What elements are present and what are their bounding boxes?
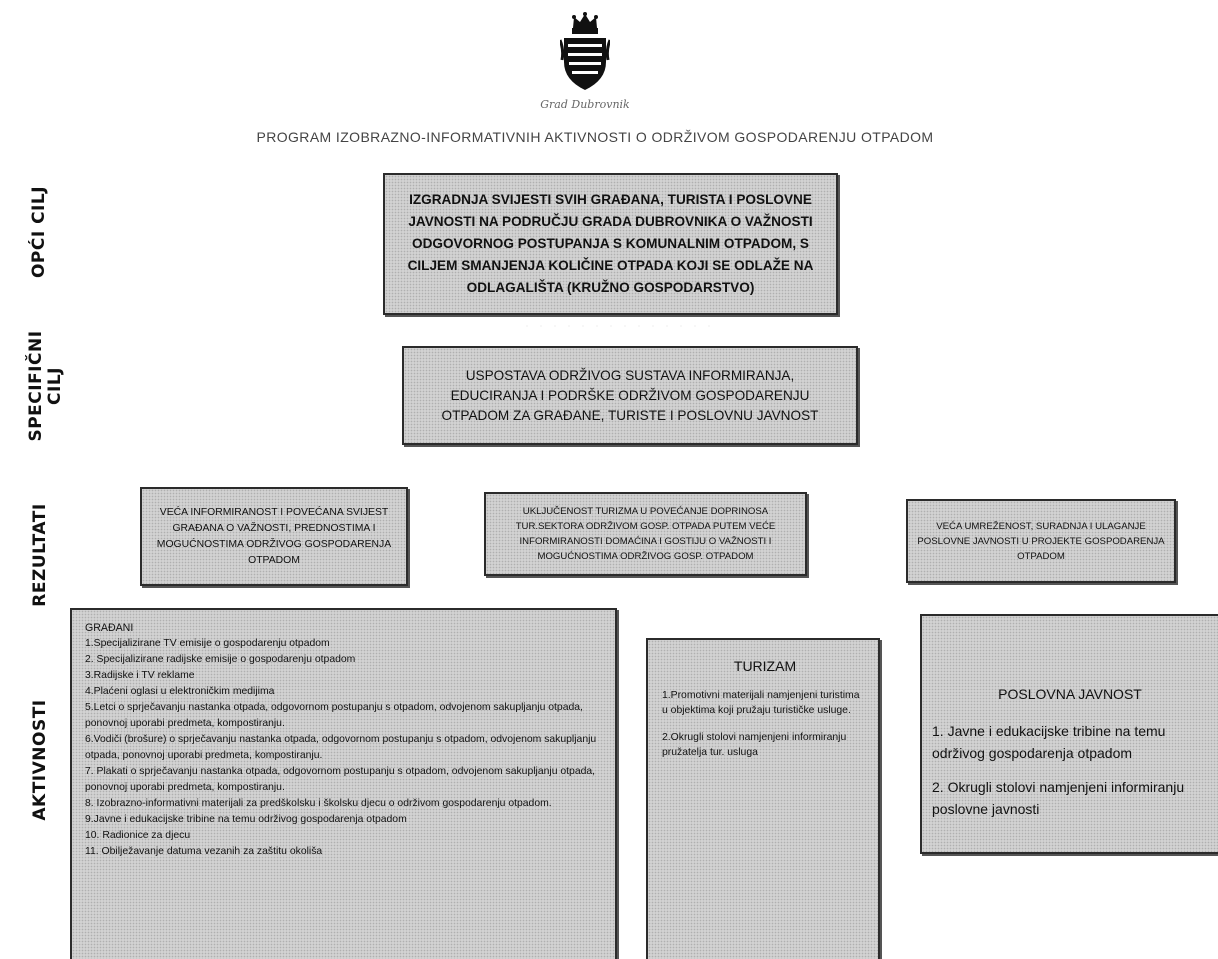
row-label-rezultati: REZULTATI: [30, 503, 50, 607]
activity-item: 10. Radionice za djecu: [85, 830, 191, 841]
activity-item: 11. Obilježavanje datuma vezanih za zašt…: [85, 846, 323, 857]
dotted-separator: [520, 324, 710, 328]
row-label-aktivnosti: AKTIVNOSTI: [30, 699, 50, 821]
aktivnosti-gradani-box: GRAĐANI 1.Specijalizirane TV emisije o g…: [70, 608, 617, 959]
row-label-opci-cilj: OPĆI CILJ: [29, 185, 49, 279]
activity-item: 9.Javne i edukacijske tribine na temu od…: [85, 814, 407, 825]
activity-item: 8. Izobrazno-informativni materijali za …: [85, 798, 552, 809]
aktivnosti-gradani-title: GRAĐANI: [85, 622, 134, 634]
opci-cilj-box: IZGRADNJA SVIJESTI SVIH GRAĐANA, TURISTA…: [383, 173, 838, 315]
activity-item: 2. Okrugli stolovi namjenjeni informiran…: [932, 779, 1185, 817]
activity-item: 5.Letci o sprječavanju nastanka otpada, …: [85, 702, 583, 729]
activity-item: 1. Javne i edukacijske tribine na temu o…: [932, 723, 1166, 761]
specificni-cilj-text: USPOSTAVA ODRŽIVOG SUSTAVA INFORMIRANJA,…: [441, 367, 819, 423]
rezultat-text: VEĆA INFORMIRANOST I POVEĆANA SVIJEST GR…: [156, 506, 392, 566]
rezultat-text: UKLJUČENOST TURIZMA U POVEĆANJE DOPRINOS…: [515, 506, 776, 562]
aktivnosti-poslovna-javnost-title: POSLOVNA JAVNOST: [998, 686, 1142, 702]
activity-item: 2. Specijalizirane radijske emisije o go…: [85, 654, 356, 665]
row-label-specificni-line2: CILJ: [45, 367, 65, 405]
activity-item: 3.Radijske i TV reklame: [85, 670, 195, 681]
dubrovnik-coat-of-arms-icon: [560, 12, 610, 90]
rezultat-box-gradani: VEĆA INFORMIRANOST I POVEĆANA SVIJEST GR…: [140, 487, 408, 586]
rezultat-box-poslovna-javnost: VEĆA UMREŽENOST, SURADNJA I ULAGANJE POS…: [906, 499, 1176, 583]
rezultat-text: VEĆA UMREŽENOST, SURADNJA I ULAGANJE POS…: [917, 520, 1165, 562]
aktivnosti-poslovna-javnost-box: POSLOVNA JAVNOST 1. Javne i edukacijske …: [920, 614, 1218, 854]
emblem-caption: Grad Dubrovnik: [540, 98, 630, 111]
activity-item: 6.Vodiči (brošure) o sprječavanju nastan…: [85, 734, 597, 761]
opci-cilj-text: IZGRADNJA SVIJESTI SVIH GRAĐANA, TURISTA…: [407, 192, 814, 295]
aktivnosti-turizam-title: TURIZAM: [733, 658, 797, 674]
rezultat-box-turizam: UKLJUČENOST TURIZMA U POVEĆANJE DOPRINOS…: [484, 492, 807, 576]
activity-item: 4.Plaćeni oglasi u elektroničkim medijim…: [85, 686, 275, 697]
activity-item: 7. Plakati o sprječavanju nastanka otpad…: [85, 766, 596, 793]
aktivnosti-turizam-box: TURIZAM 1.Promotivni materijali namjenje…: [646, 638, 880, 959]
row-label-specificni-cilj: SPECIFIČNI CILJ: [26, 327, 67, 445]
activity-item: 1.Promotivni materijali namjenjeni turis…: [662, 690, 860, 716]
activity-item: 1.Specijalizirane TV emisije o gospodare…: [85, 638, 330, 649]
activity-item: 2.Okrugli stolovi namjenjeni informiranj…: [662, 732, 847, 758]
row-label-specificni-line1: SPECIFIČNI: [26, 330, 46, 442]
specificni-cilj-box: USPOSTAVA ODRŽIVOG SUSTAVA INFORMIRANJA,…: [402, 346, 858, 445]
page-title: PROGRAM IZOBRAZNO-INFORMATIVNIH AKTIVNOS…: [256, 129, 934, 145]
